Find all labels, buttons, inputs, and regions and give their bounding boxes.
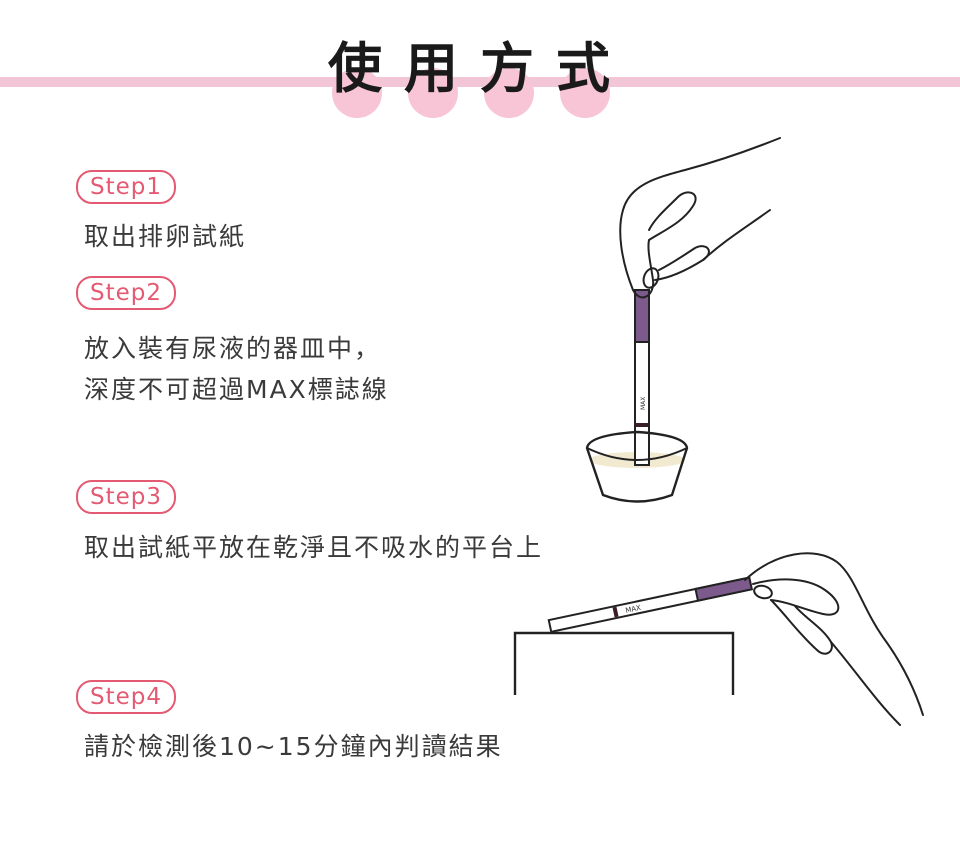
- step4-description: 請於檢測後10~15分鐘內判讀結果: [84, 732, 503, 761]
- strip-max-line: [636, 423, 648, 427]
- title-char-text: 使: [328, 37, 382, 100]
- flat-hand-outline: [744, 552, 924, 716]
- flat-strip-max-line: [612, 606, 619, 618]
- flat-hand-thumb: [770, 599, 833, 655]
- flat-hand-wrist: [830, 641, 901, 726]
- title-char-text: 用: [404, 37, 458, 100]
- flat-hand-nail: [753, 584, 773, 600]
- title-char: 式: [548, 30, 618, 120]
- title-char-text: 方: [480, 37, 534, 100]
- step2-description-line2: 深度不可超過MAX標誌線: [84, 375, 389, 404]
- step3-badge: Step3: [76, 480, 177, 514]
- title-char-text: 式: [556, 37, 610, 100]
- title-dot: [560, 68, 610, 118]
- title-dot: [332, 68, 382, 118]
- flat-strip-absorbent-end: [694, 576, 753, 602]
- strip-max-label: MAX: [640, 397, 647, 410]
- step2-badge: Step2: [76, 276, 177, 310]
- hand-finger: [648, 191, 697, 241]
- hand-outline: [619, 137, 781, 299]
- title-char: 用: [396, 30, 466, 120]
- flat-strip-illustration: MAX: [513, 552, 924, 726]
- header-divider-line: [0, 77, 960, 87]
- flat-strip-max-label: MAX: [625, 604, 642, 615]
- step2-description-line1: 放入裝有尿液的器皿中，: [84, 334, 382, 363]
- hand-wrist: [702, 209, 771, 261]
- table: [513, 631, 735, 695]
- title-dot: [484, 68, 534, 118]
- strip-absorbent-end: [634, 289, 650, 343]
- step1-badge: Step1: [76, 170, 177, 204]
- step3-description: 取出試紙平放在乾淨且不吸水的平台上: [84, 533, 544, 562]
- title-char: 使: [320, 30, 390, 120]
- step4-badge: Step4: [76, 680, 177, 714]
- step1-description: 取出排卵試紙: [84, 222, 247, 251]
- cup: [585, 430, 689, 503]
- page-title: 使 用 方 式: [320, 30, 640, 120]
- dip-strip-illustration: MAX: [585, 137, 781, 503]
- flat-hand-finger: [752, 578, 840, 616]
- title-dot: [408, 68, 458, 118]
- title-char: 方: [472, 30, 542, 120]
- hand-thumb: [654, 245, 710, 281]
- hand-nail: [642, 267, 660, 289]
- cup-rim: [586, 447, 688, 461]
